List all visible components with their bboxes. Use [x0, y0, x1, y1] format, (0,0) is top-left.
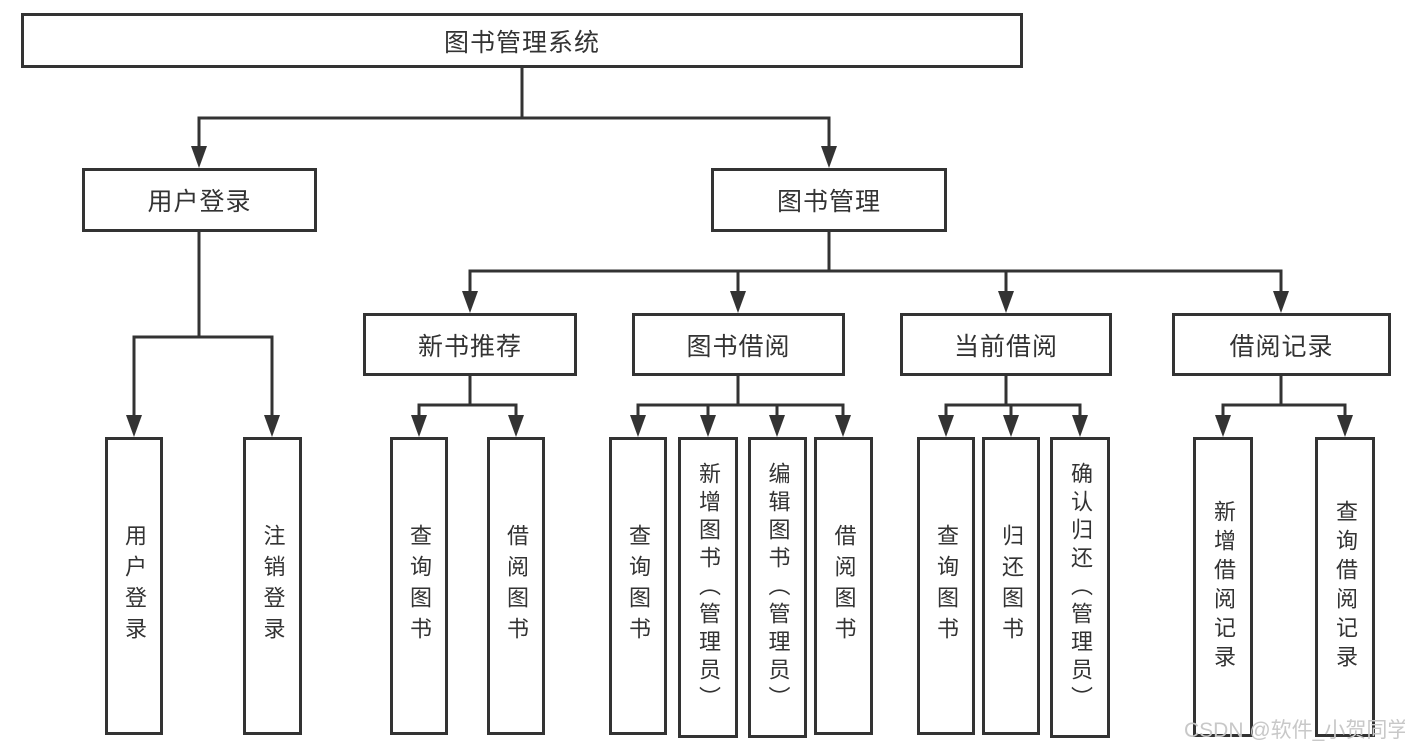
node-root: 图书管理系统 — [21, 13, 1023, 68]
node-logout: 注销登录 — [243, 437, 302, 735]
node-login: 用户登录 — [105, 437, 163, 735]
edge-current-to-children — [944, 376, 1082, 419]
edge-root-to-level2 — [197, 68, 831, 150]
arrowhead — [126, 415, 142, 437]
watermark: CSDN @软件_小贺同学 — [1184, 719, 1405, 742]
arrowhead — [1072, 415, 1088, 437]
node-user-login: 用户登录 — [82, 168, 317, 232]
node-book-borrow: 图书借阅 — [632, 313, 845, 376]
arrowhead — [1003, 415, 1019, 437]
edge-newbook-to-children — [417, 376, 518, 419]
node-records-add: 新增借阅记录 — [1193, 437, 1253, 737]
node-current-confirm-admin: 确认归还（管理员） — [1050, 437, 1110, 738]
arrowhead — [730, 291, 746, 313]
edge-userlogin-to-children — [132, 232, 274, 419]
arrowhead — [1215, 415, 1231, 437]
node-current-query: 查询图书 — [917, 437, 975, 735]
arrowhead — [630, 415, 646, 437]
edge-bookmgmt-to-level3 — [468, 232, 1283, 295]
node-newbook-query: 查询图书 — [390, 437, 448, 735]
arrowhead — [938, 415, 954, 437]
node-book-mgmt: 图书管理 — [711, 168, 947, 232]
edge-borrow-to-children — [636, 376, 845, 419]
arrowhead — [411, 415, 427, 437]
arrowhead — [769, 415, 785, 437]
arrowhead — [264, 415, 280, 437]
node-borrow-edit-admin: 编辑图书（管理员） — [748, 437, 807, 738]
arrowhead — [462, 291, 478, 313]
node-borrow-book: 借阅图书 — [814, 437, 873, 735]
node-new-book: 新书推荐 — [363, 313, 577, 376]
node-current-borrow: 当前借阅 — [900, 313, 1112, 376]
arrowhead — [1337, 415, 1353, 437]
node-newbook-borrow: 借阅图书 — [487, 437, 545, 735]
arrowhead — [821, 146, 837, 168]
arrowhead — [998, 291, 1014, 313]
arrowhead — [835, 415, 851, 437]
edge-records-to-children — [1221, 376, 1347, 419]
node-records-query: 查询借阅记录 — [1315, 437, 1375, 737]
node-borrow-query: 查询图书 — [609, 437, 667, 735]
node-current-return: 归还图书 — [982, 437, 1040, 735]
arrowhead — [700, 415, 716, 437]
arrowhead — [508, 415, 524, 437]
arrowhead — [1273, 291, 1289, 313]
node-borrow-records: 借阅记录 — [1172, 313, 1391, 376]
arrowhead — [191, 146, 207, 168]
node-borrow-add-admin: 新增图书（管理员） — [678, 437, 738, 738]
